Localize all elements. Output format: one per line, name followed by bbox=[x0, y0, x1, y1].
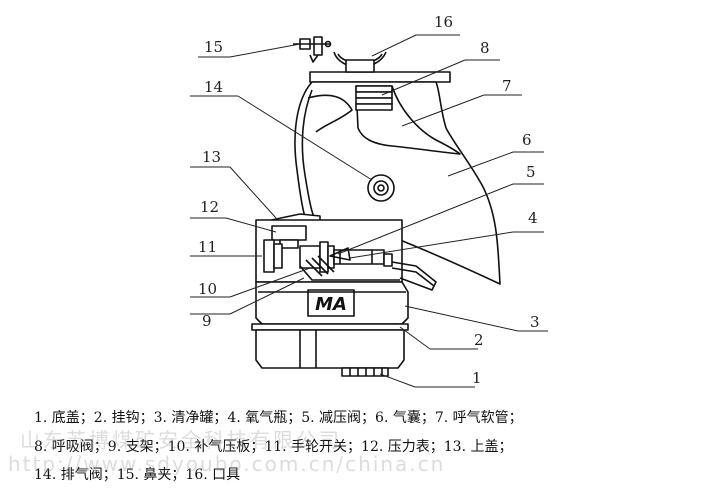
callout-3: 3 bbox=[530, 313, 540, 331]
bottom-cover bbox=[255, 329, 405, 369]
respirator-diagram: MA bbox=[190, 13, 548, 388]
hook-band bbox=[251, 323, 409, 331]
hand-wheel bbox=[263, 239, 283, 273]
callout-6: 6 bbox=[522, 131, 532, 149]
nose-clip bbox=[293, 36, 332, 63]
bottom-feet bbox=[341, 367, 389, 377]
callout-2: 2 bbox=[474, 331, 484, 349]
pressure-gauge bbox=[271, 225, 307, 241]
callout-15: 15 bbox=[204, 38, 223, 56]
callout-13: 13 bbox=[202, 148, 221, 166]
callout-5: 5 bbox=[526, 163, 536, 181]
ma-stamp-text: MA bbox=[315, 294, 347, 315]
exhaust-valve bbox=[367, 174, 395, 202]
callout-7: 7 bbox=[502, 77, 512, 95]
valve-rings bbox=[355, 85, 393, 111]
callout-16: 16 bbox=[434, 13, 453, 31]
mouthpiece-base bbox=[345, 59, 375, 73]
refill-plate bbox=[305, 259, 323, 277]
callout-9: 9 bbox=[202, 312, 212, 330]
callout-14: 14 bbox=[204, 78, 223, 96]
legend-line-1: 1. 底盖；2. 挂钩；3. 清净罐；4. 氧气瓶；5. 减压阀；6. 气囊；7… bbox=[34, 410, 523, 426]
pressure-reducer bbox=[329, 247, 351, 261]
callout-12: 12 bbox=[200, 198, 219, 216]
ma-stamp bbox=[307, 289, 355, 317]
breathing-valve-plate bbox=[309, 71, 451, 83]
legend-line-3: 14. 排气阀；15. 鼻夹；16. 口具 bbox=[34, 467, 241, 483]
callout-10: 10 bbox=[198, 280, 217, 298]
callout-1: 1 bbox=[472, 369, 482, 387]
callout-8: 8 bbox=[480, 39, 490, 57]
callout-11: 11 bbox=[198, 238, 217, 256]
callout-4: 4 bbox=[528, 209, 538, 227]
legend-line-2: 8. 呼吸阀；9. 支架；10. 补气压板；11. 手轮开关；12. 压力表；1… bbox=[34, 439, 513, 455]
